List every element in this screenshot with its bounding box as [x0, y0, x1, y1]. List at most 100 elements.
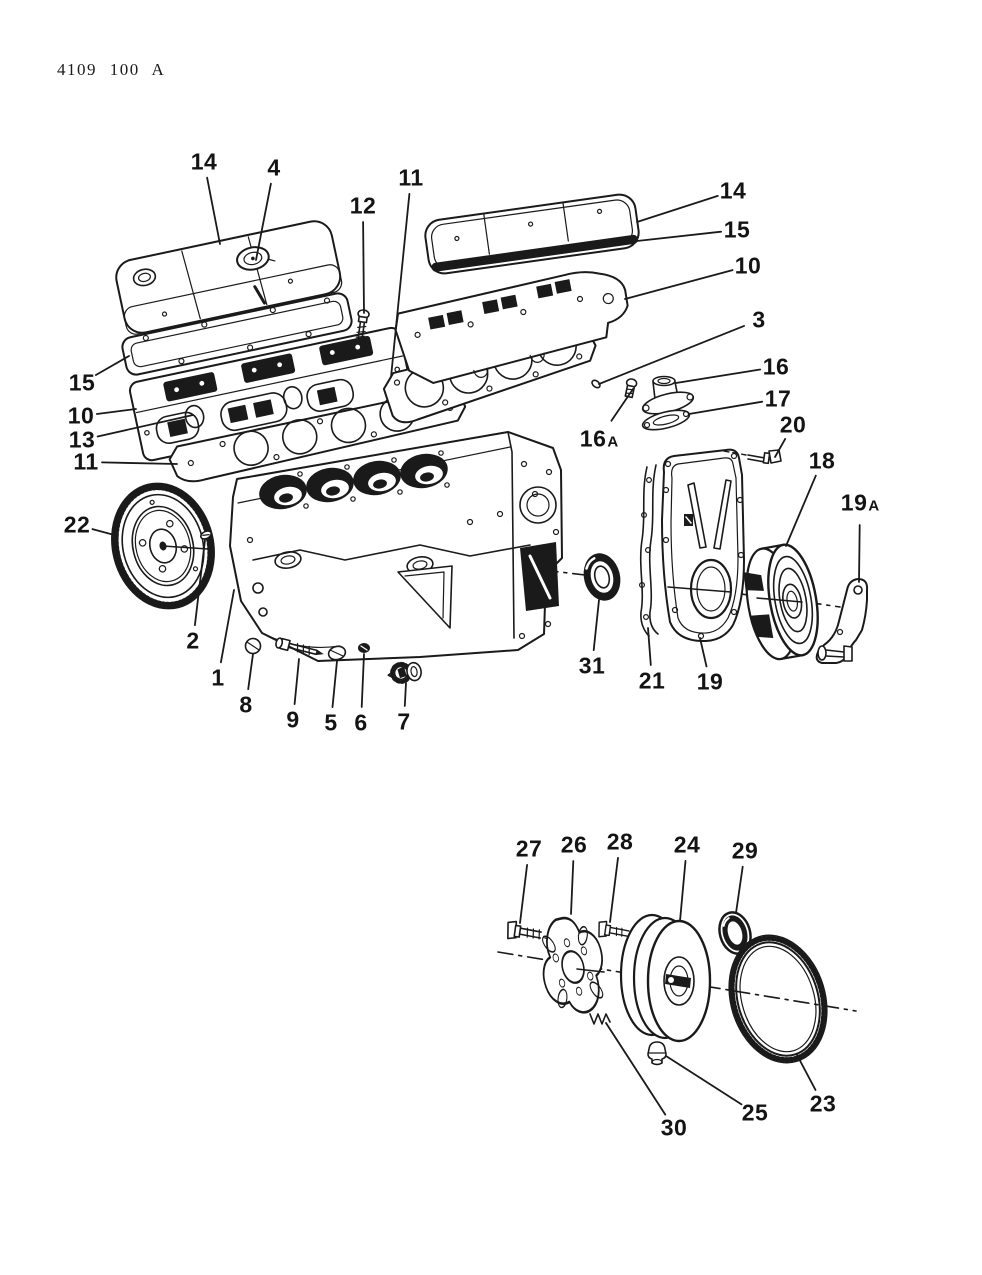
leader-line-9	[293, 658, 300, 705]
callout-number: 8	[239, 691, 253, 718]
callout-number: 5	[324, 709, 338, 736]
callout-number: 27	[515, 835, 543, 862]
callout-number: 14	[719, 177, 747, 204]
callout-number: 1	[211, 664, 225, 691]
bracket-19a-art	[815, 578, 869, 664]
callout-26: 26	[561, 833, 588, 857]
callout-15: 15	[723, 216, 751, 243]
callout-5: 5	[324, 709, 338, 736]
callout-12: 12	[350, 194, 377, 218]
leader-line-7	[403, 682, 407, 707]
cup-plug-8-art	[244, 637, 262, 655]
valve-cover-right-art	[424, 193, 640, 275]
callout-4: 4	[267, 154, 281, 181]
callout-14: 14	[719, 177, 747, 204]
callout-number: 29	[731, 837, 759, 864]
figure-code: 4109 100 A	[57, 60, 166, 79]
callout-number: 9	[286, 706, 300, 733]
cover-centerline	[667, 586, 732, 593]
callout-1: 1	[211, 664, 225, 691]
leader-line-29	[735, 865, 744, 914]
callout-number: 20	[779, 411, 807, 438]
leader-line-10	[624, 269, 734, 300]
callout-25: 25	[741, 1099, 769, 1126]
callout-13: 13	[69, 428, 96, 452]
pin-3-art	[591, 379, 601, 389]
leader-line-3	[598, 324, 745, 385]
callout-29: 29	[731, 837, 759, 864]
callout-2: 2	[186, 629, 199, 653]
callout-number: 31	[578, 652, 606, 679]
leader-line-12	[362, 221, 365, 314]
callout-10: 10	[734, 252, 762, 279]
plug-25-art	[647, 1041, 667, 1066]
callout-22: 22	[63, 511, 91, 538]
callout-number: 15	[723, 216, 751, 243]
callout-number: 19	[696, 668, 724, 695]
callout-number: 7	[397, 708, 411, 735]
timing-cover-art	[661, 448, 745, 643]
leader-line-2	[193, 539, 206, 626]
callout-number: 24	[673, 831, 701, 858]
drive-gear-7-art	[387, 661, 422, 684]
callout-number: 22	[63, 511, 91, 538]
damper-centerline	[756, 597, 803, 603]
cylinder-head-left-art	[128, 326, 415, 462]
callout-9: 9	[286, 706, 300, 733]
plug-5-art	[327, 645, 347, 661]
torque-converter-art	[619, 913, 712, 1043]
callout-21: 21	[639, 669, 666, 693]
callout-number: 4	[267, 154, 281, 181]
seal-29-art	[718, 911, 752, 955]
leader-line-30	[605, 1022, 667, 1116]
callout-number: 10	[734, 252, 762, 279]
bolt-9-art	[275, 637, 324, 656]
callout-number: 30	[660, 1114, 688, 1141]
callout-28: 28	[606, 828, 634, 855]
leader-line-25	[665, 1055, 743, 1106]
callout-number: 3	[752, 306, 766, 333]
callout-number: 17	[764, 385, 792, 412]
callout-number: 6	[354, 709, 368, 736]
leader-line-21	[647, 627, 652, 666]
leader-line-16	[675, 368, 762, 384]
leader-line-18	[785, 474, 817, 547]
leader-line-24	[679, 860, 687, 922]
leader-line-17	[688, 400, 764, 415]
bolt-16a-art	[624, 378, 638, 399]
callout-6: 6	[354, 709, 368, 736]
callout-number: 11	[398, 164, 424, 191]
flywheel-centerline	[162, 545, 209, 550]
callout-number: 23	[809, 1090, 837, 1117]
callout-3: 3	[752, 306, 766, 333]
valve-cover-gasket-left-art	[121, 292, 353, 376]
leader-line-6	[360, 653, 365, 708]
damper-art	[743, 543, 819, 661]
callout-number: 14	[190, 148, 218, 175]
bolt-12-art	[354, 309, 370, 345]
leader-line-22	[91, 528, 119, 537]
leader-line-31	[592, 599, 600, 651]
leader-line-10	[96, 408, 137, 415]
ring-gear-art	[728, 934, 828, 1064]
leader-line-13	[96, 414, 194, 438]
callout-number: 25	[741, 1099, 769, 1126]
callout-10: 10	[68, 404, 95, 428]
valve-cover-left-art	[115, 220, 343, 335]
callout-16: 16	[763, 355, 790, 379]
leader-line-28	[609, 857, 619, 923]
callout-number: 18	[808, 447, 836, 474]
cylinder-bores-art	[259, 453, 448, 510]
callout-number: 28	[606, 828, 634, 855]
callout-14: 14	[190, 148, 218, 175]
leader-line-15	[636, 230, 722, 242]
callout-18: 18	[808, 447, 836, 474]
oil-filler-cap-art	[236, 246, 276, 271]
callout-24: 24	[673, 831, 701, 858]
leader-line-14	[206, 176, 221, 245]
bolt-27-art	[507, 920, 542, 940]
